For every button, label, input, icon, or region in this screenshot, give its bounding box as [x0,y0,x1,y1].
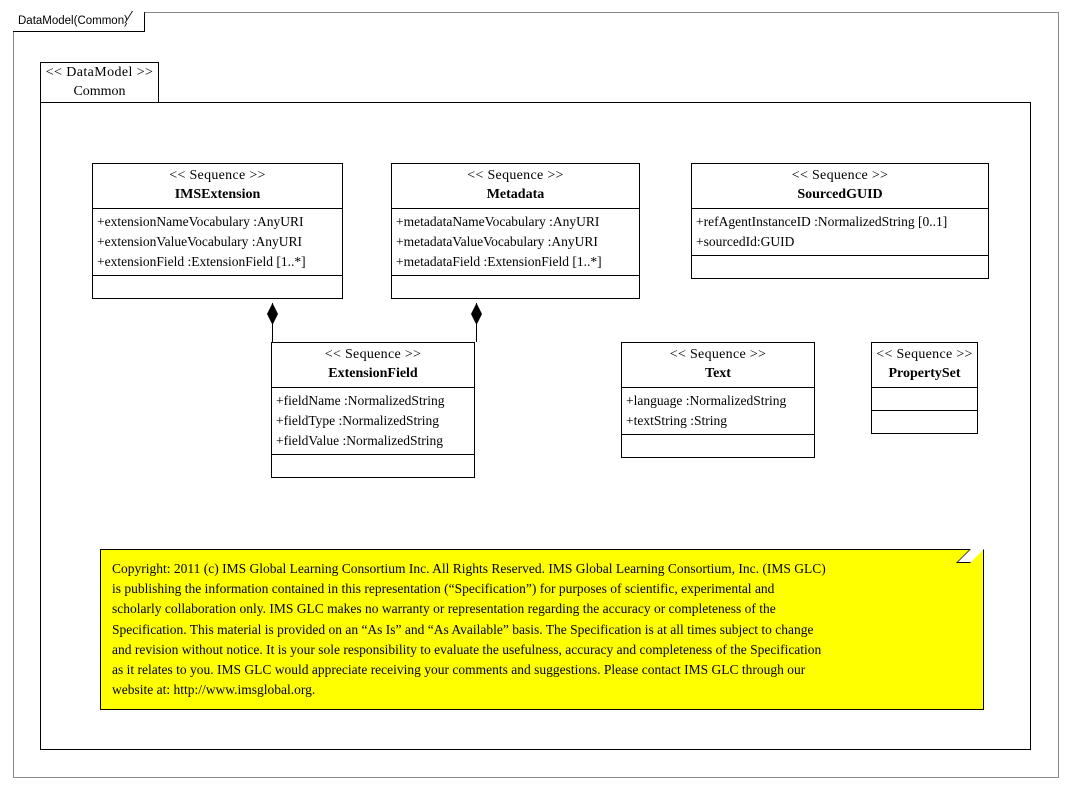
note-line: Copyright: 2011 (c) IMS Global Learning … [112,561,826,576]
class-stereotype: << Sequence >> [169,168,266,183]
class-attributes: +extensionNameVocabulary :AnyURI +extens… [93,209,342,276]
class-name: Text [705,366,731,381]
class-header: << Sequence >> IMSExtension [93,164,342,209]
note-line: is publishing the information contained … [112,581,775,597]
attribute-row: +extensionValueVocabulary :AnyURI [97,234,302,249]
class-operations [93,276,342,298]
package-name: Common [73,84,126,99]
attribute-row: +refAgentInstanceID :NormalizedString [0… [696,214,948,229]
attribute-row: +fieldName :NormalizedString [276,393,445,408]
note-line: website at: http://www.imsglobal.org. [112,682,316,698]
attribute-row: +extensionNameVocabulary :AnyURI [97,214,304,229]
attribute-row: +extensionField :ExtensionField [1..*] [97,254,306,269]
note-line: as it relates to you. IMS GLC would appr… [112,662,806,678]
class-header: << Sequence >> Metadata [392,164,639,209]
class-stereotype: << Sequence >> [876,347,973,362]
class-operations [872,411,977,433]
composition-diamond-metadata [471,303,482,325]
package-stereotype: << DataModel >> [45,65,154,80]
class-header: << Sequence >> SourcedGUID [692,164,988,209]
class-stereotype: << Sequence >> [669,347,767,362]
package-header-common[interactable]: << DataModel >> Common [40,62,159,103]
class-box-text[interactable]: << Sequence >> Text +language :Normalize… [621,342,815,458]
attribute-row: +textString :String [626,413,727,428]
class-box-sourcedguid[interactable]: << Sequence >> SourcedGUID +refAgentInst… [691,163,989,279]
class-operations [392,276,639,298]
diagram-frame-label: DataModel(Common) [13,12,145,32]
class-attributes: +refAgentInstanceID :NormalizedString [0… [692,209,988,256]
class-box-propertyset[interactable]: << Sequence >> PropertySet [871,342,978,434]
attribute-row: +metadataField :ExtensionField [1..*] [396,254,602,269]
copyright-note: Copyright: 2011 (c) IMS Global Learning … [100,549,984,710]
note-fold-corner-icon [956,549,984,563]
attribute-row: +fieldType :NormalizedString [276,413,440,428]
class-attributes: +metadataNameVocabulary :AnyURI +metadat… [392,209,639,276]
class-name: IMSExtension [174,187,261,202]
class-header: << Sequence >> PropertySet [872,343,977,388]
class-header: << Sequence >> Text [622,343,814,388]
class-stereotype: << Sequence >> [791,168,889,183]
class-stereotype: << Sequence >> [324,347,422,362]
class-operations [692,256,988,278]
attribute-row: +fieldValue :NormalizedString [276,433,443,448]
attribute-row: +metadataNameVocabulary :AnyURI [396,214,600,229]
class-name: Metadata [486,187,545,202]
attribute-row: +metadataValueVocabulary :AnyURI [396,234,598,249]
class-attributes: +language :NormalizedString +textString … [622,388,814,435]
class-operations [272,455,474,477]
class-box-extensionfield[interactable]: << Sequence >> ExtensionField +fieldName… [271,342,475,478]
class-box-metadata[interactable]: << Sequence >> Metadata +metadataNameVoc… [391,163,640,299]
class-name: SourcedGUID [797,187,883,202]
class-attributes: +fieldName :NormalizedString +fieldType … [272,388,474,455]
class-header: << Sequence >> ExtensionField [272,343,474,388]
note-line: scholarly collaboration only. IMS GLC ma… [112,601,776,617]
attribute-row: +sourcedId:GUID [696,234,795,249]
class-operations [622,435,814,457]
attribute-row: +language :NormalizedString [626,393,787,408]
class-attributes [872,388,977,411]
note-line: Specification. This material is provided… [112,621,814,637]
class-stereotype: << Sequence >> [467,168,564,183]
class-name: PropertySet [888,366,961,381]
class-box-imsextension[interactable]: << Sequence >> IMSExtension +extensionNa… [92,163,343,299]
composition-diamond-imsextension [267,303,278,325]
note-line: and revision without notice. It is your … [112,641,822,657]
class-name: ExtensionField [328,366,418,381]
